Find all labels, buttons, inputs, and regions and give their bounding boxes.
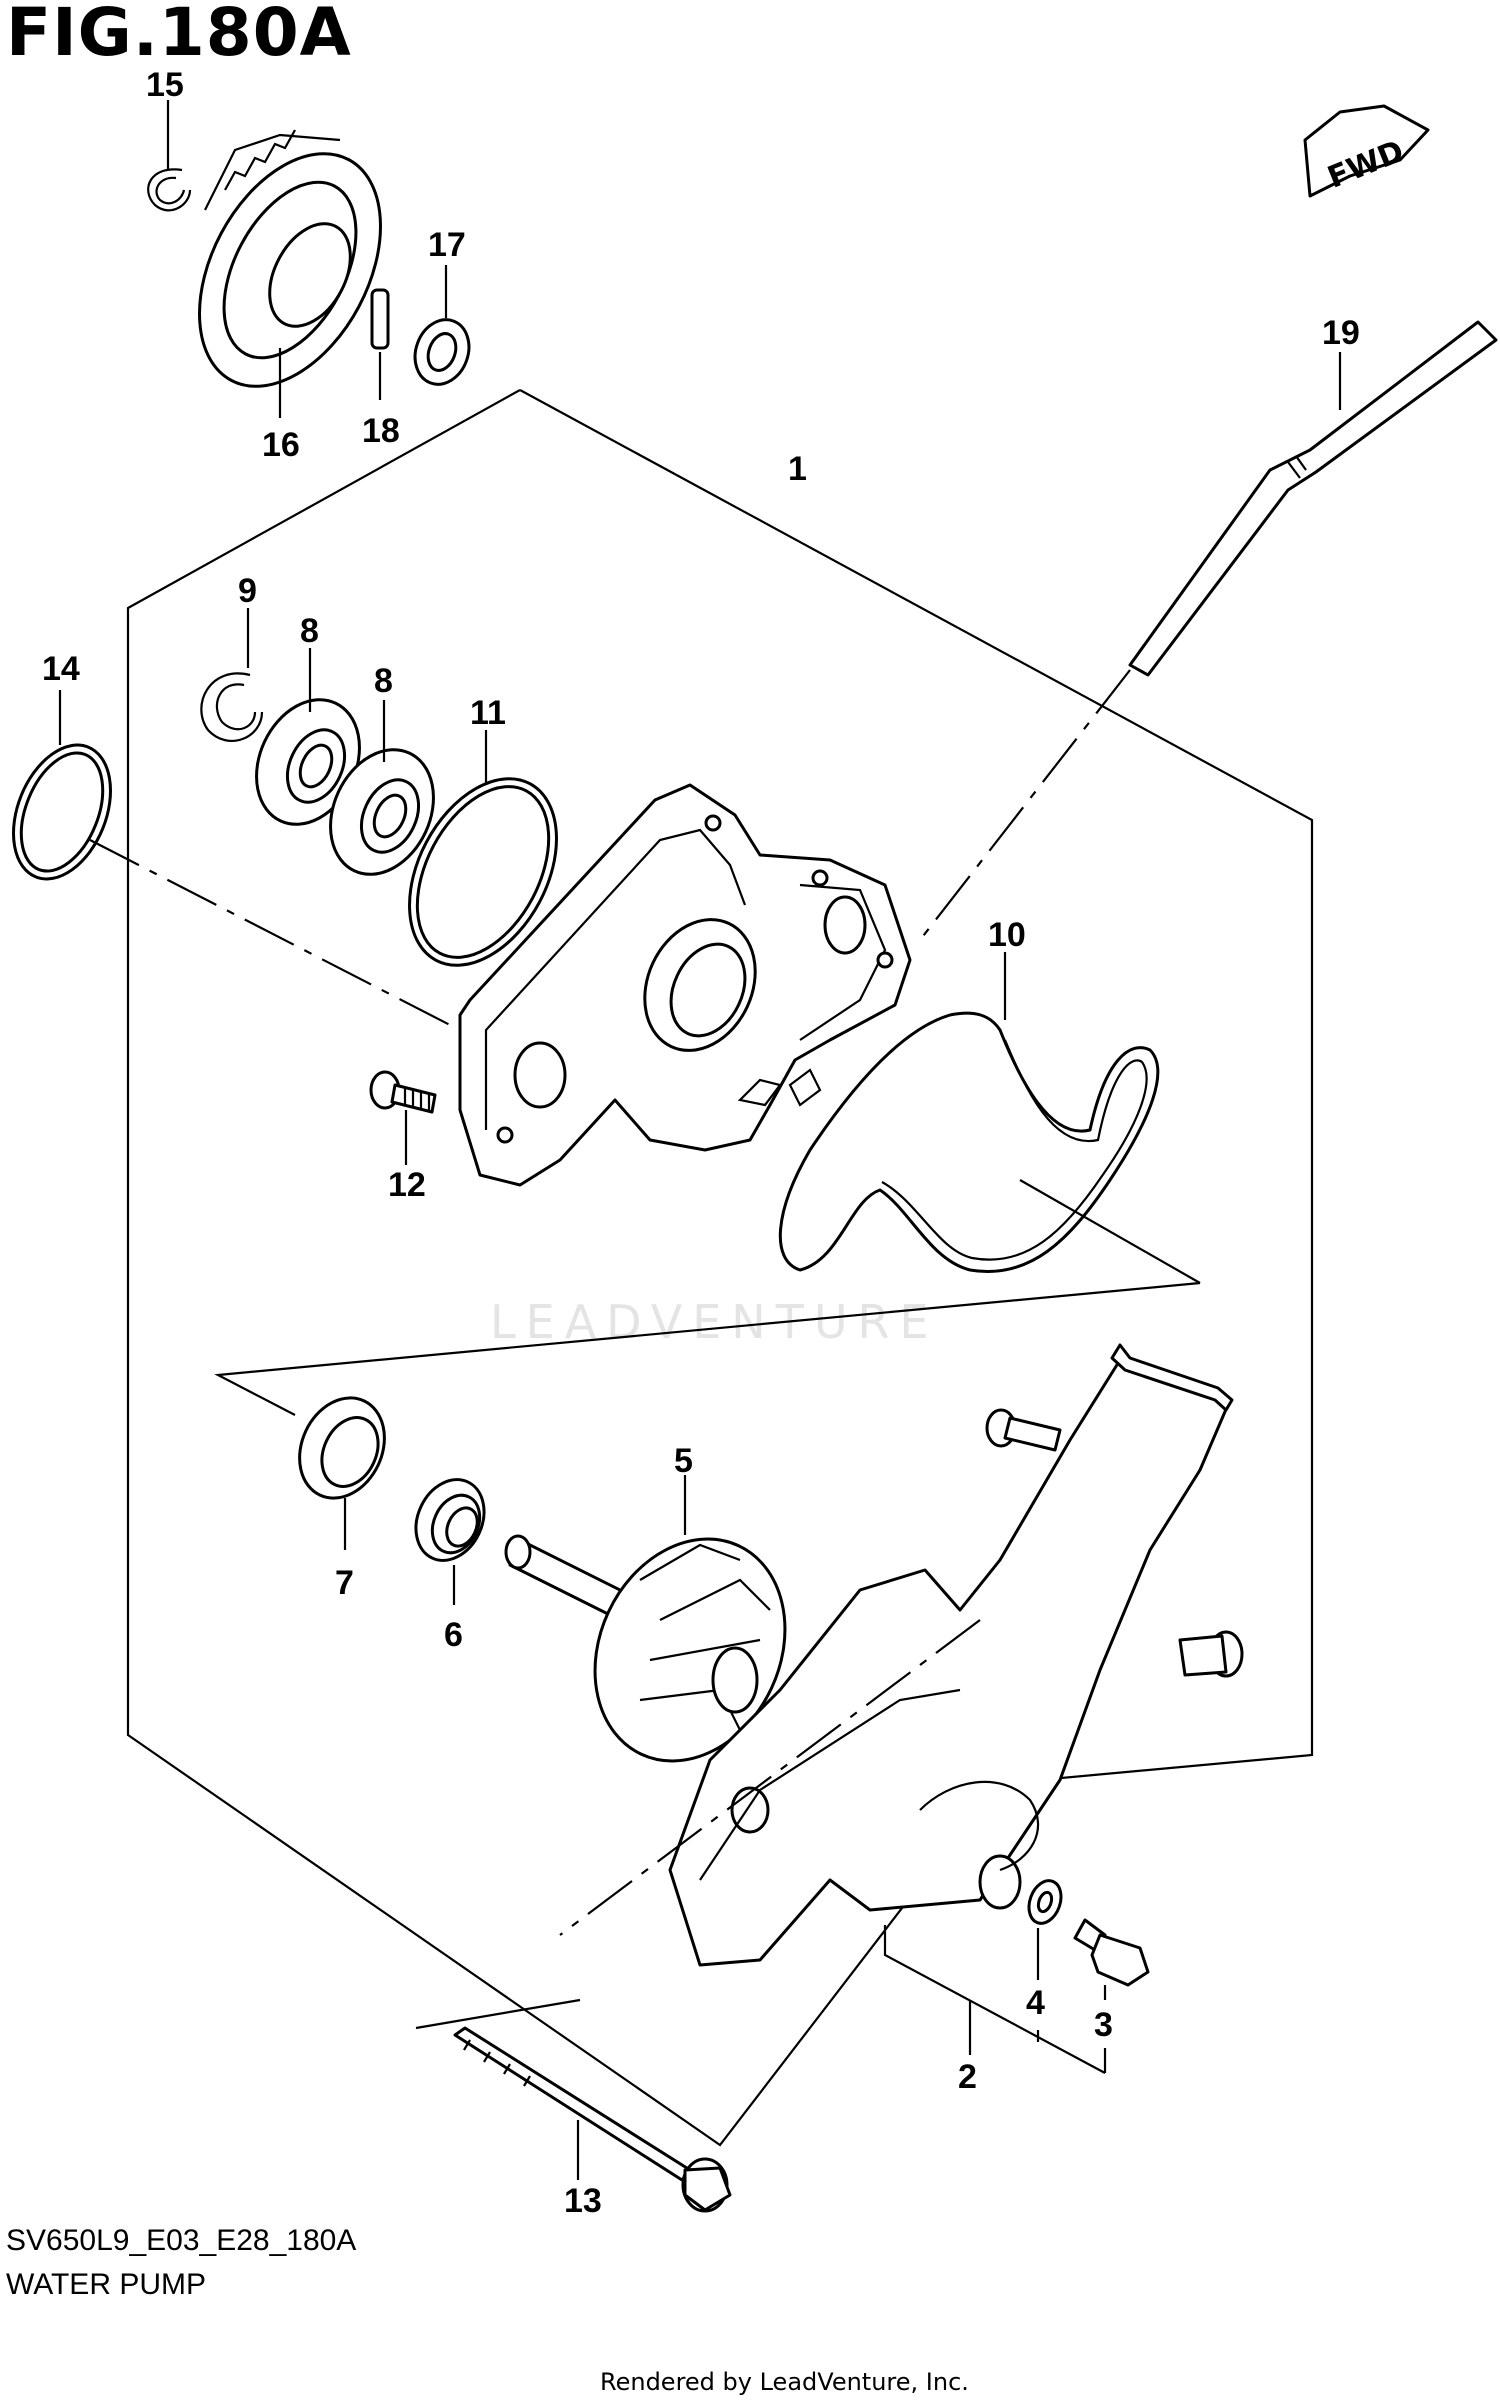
callout-8b: 8 — [374, 662, 393, 700]
callout-13: 13 — [564, 2182, 602, 2220]
callout-9: 9 — [238, 572, 257, 610]
callout-6: 6 — [444, 1616, 463, 1654]
diagram-caption: WATER PUMP — [6, 2268, 206, 2301]
callout-1: 1 — [788, 450, 807, 488]
callout-7: 7 — [335, 1564, 354, 1602]
render-credit: Rendered by LeadVenture, Inc. — [600, 2368, 969, 2396]
o-ring-14[interactable] — [0, 731, 129, 894]
callout-16: 16 — [262, 426, 300, 464]
gasket-10[interactable] — [778, 1011, 1160, 1273]
watermark: LEADVENTURE — [490, 1295, 939, 1349]
callout-2: 2 — [958, 2058, 977, 2096]
bearing-8a[interactable] — [237, 683, 379, 841]
callout-11: 11 — [470, 694, 506, 732]
seal-7[interactable] — [284, 1384, 400, 1512]
circlip-15[interactable] — [147, 168, 192, 212]
callout-3: 3 — [1094, 2006, 1113, 2044]
washer-4[interactable] — [1023, 1876, 1066, 1928]
bolt-13[interactable] — [453, 2026, 732, 2213]
callout-15: 15 — [146, 66, 184, 104]
callout-4: 4 — [1026, 1984, 1045, 2022]
callout-5: 5 — [674, 1442, 693, 1480]
o-ring-11[interactable] — [380, 754, 587, 991]
figure-title: FIG.180A — [6, 0, 352, 71]
callout-18: 18 — [362, 412, 400, 450]
callout-17: 17 — [428, 226, 466, 264]
circlip-9[interactable] — [200, 672, 264, 742]
bearing-8b[interactable] — [311, 733, 453, 891]
pin-18[interactable] — [370, 288, 390, 350]
seal-6[interactable] — [403, 1468, 497, 1571]
hose-19[interactable] — [1128, 320, 1498, 677]
callout-12: 12 — [388, 1166, 426, 1204]
callout-10: 10 — [988, 916, 1026, 954]
pump-housing-plate[interactable] — [458, 783, 912, 1187]
bolt-12[interactable] — [369, 1070, 437, 1114]
fwd-arrow-icon: FWD — [1303, 104, 1430, 198]
impeller-5[interactable] — [504, 1508, 820, 1793]
callout-19: 19 — [1322, 314, 1360, 352]
pump-cover-2[interactable] — [668, 1343, 1244, 1967]
gear-16[interactable] — [162, 123, 417, 417]
washer-17[interactable] — [406, 312, 477, 392]
callout-14: 14 — [42, 650, 80, 688]
diagram-code: SV650L9_E03_E28_180A — [6, 2224, 357, 2257]
bolt-3[interactable] — [1073, 1918, 1150, 1987]
callout-8a: 8 — [300, 612, 319, 650]
